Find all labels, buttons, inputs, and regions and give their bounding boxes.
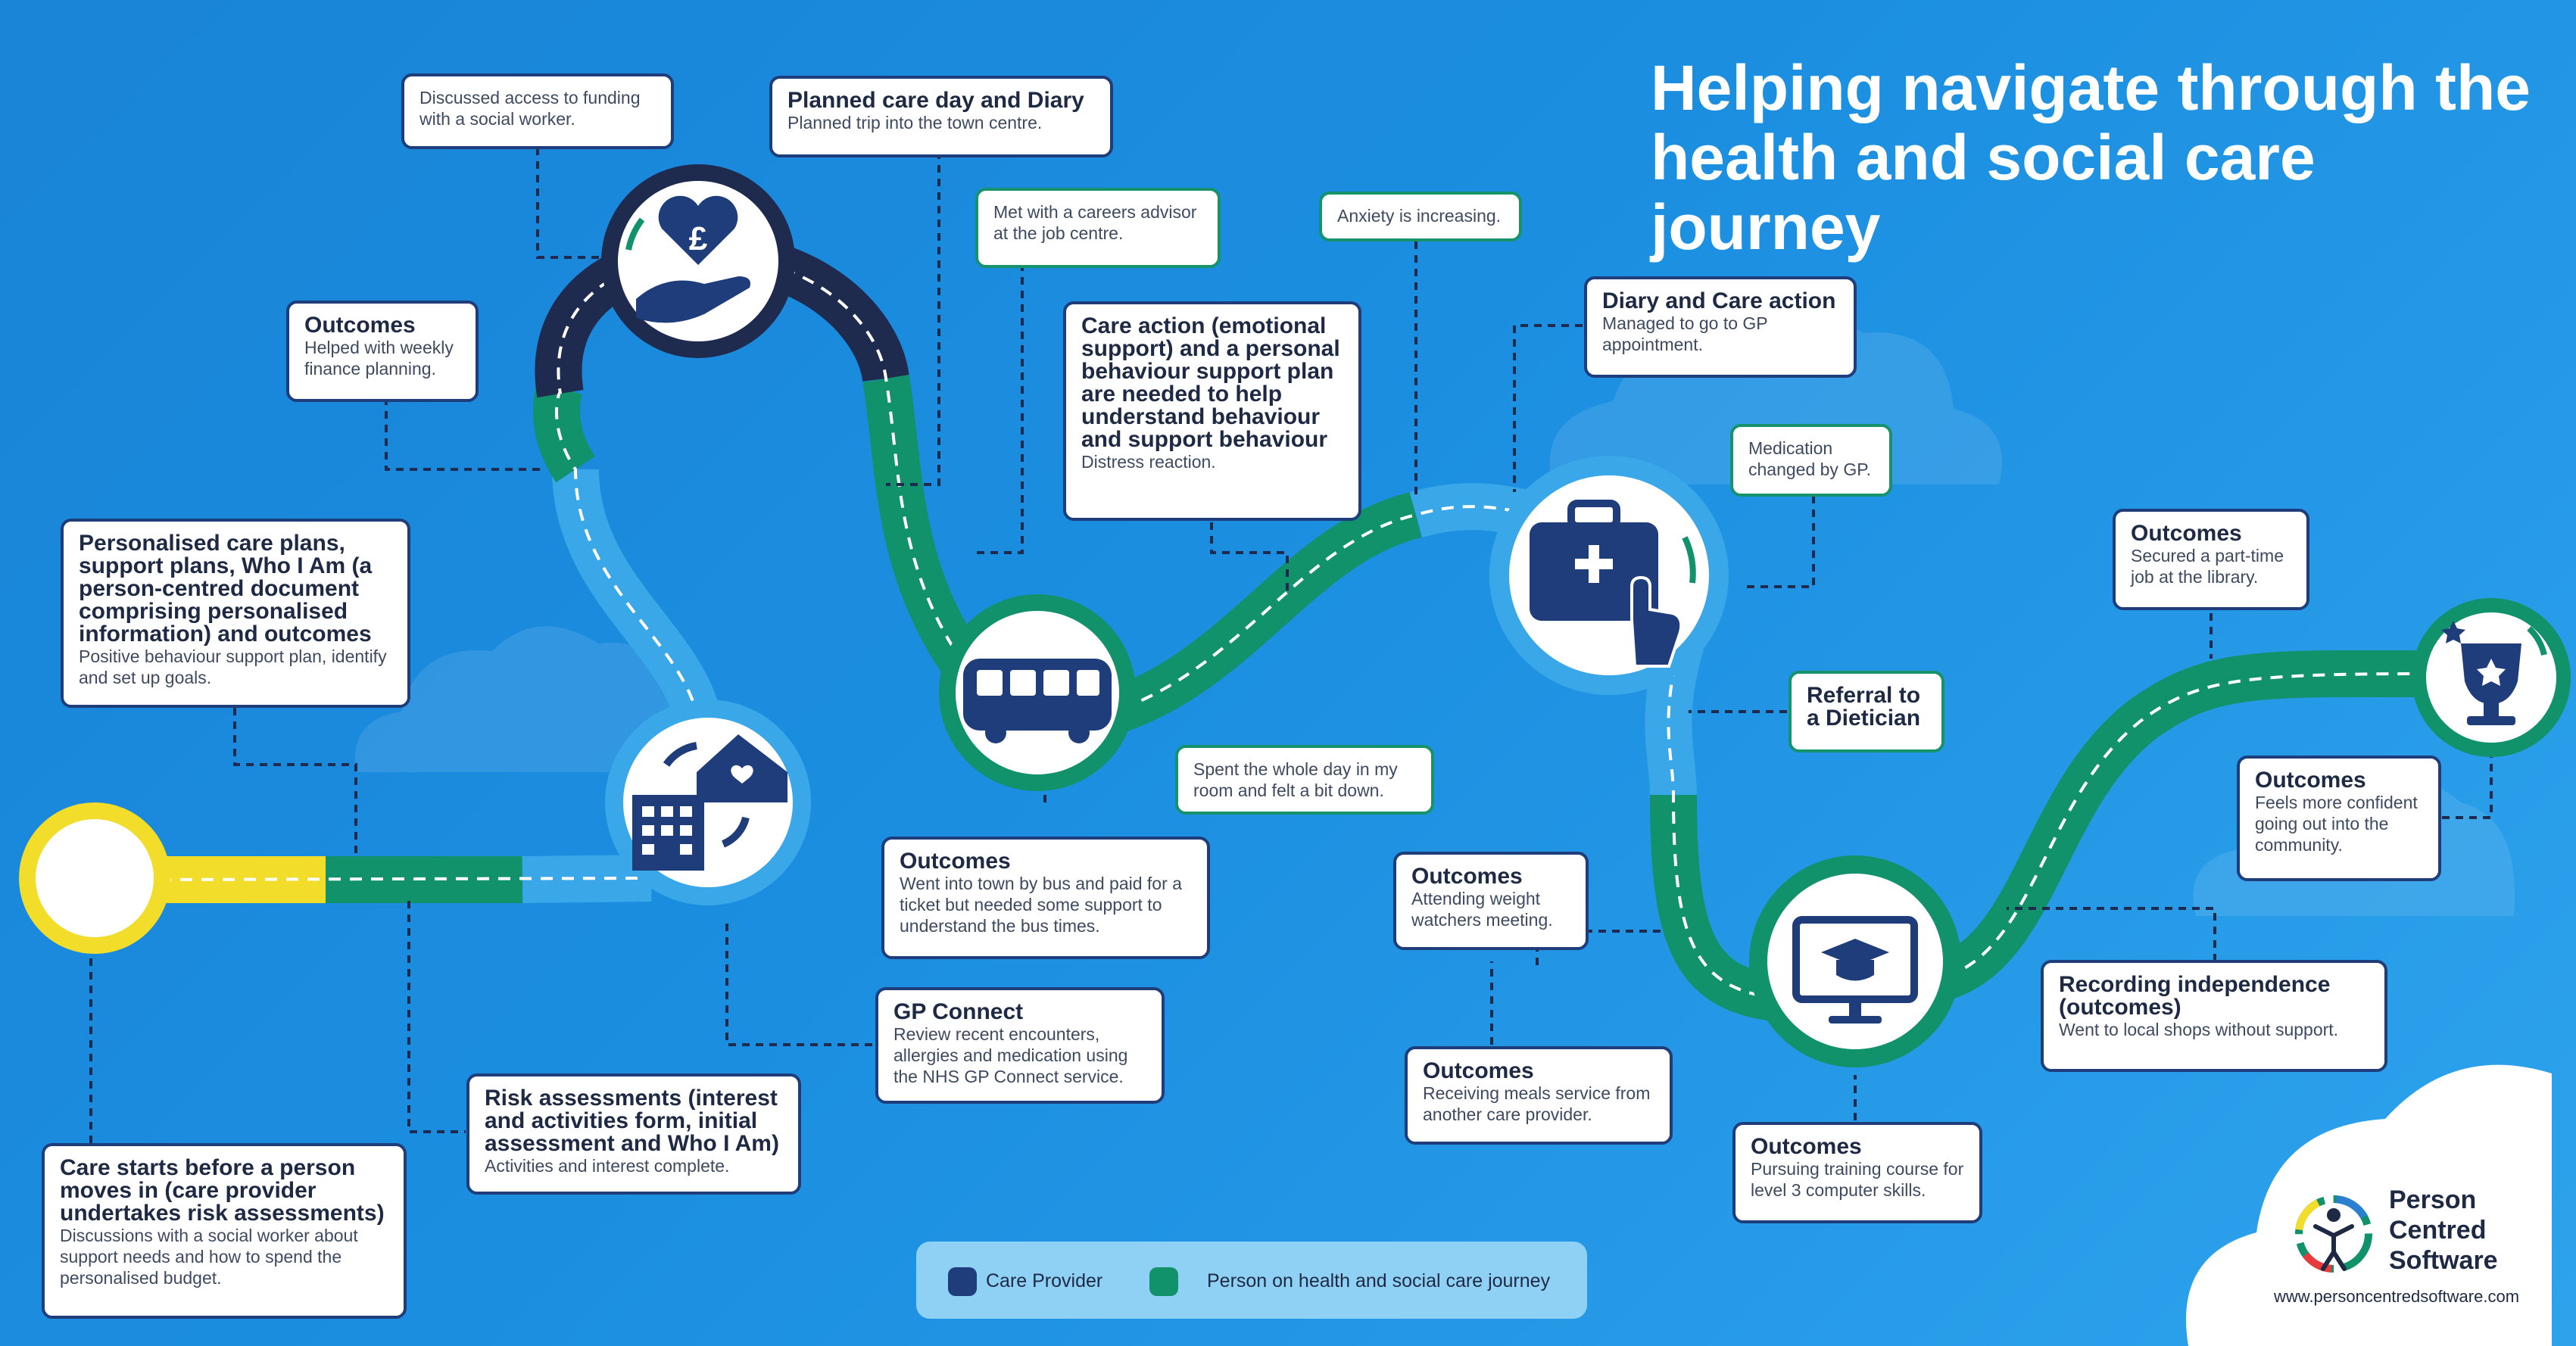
brand-name: Person Centred Software: [2389, 1186, 2498, 1275]
card-personalised-plans: Personalised care plans, support plans, …: [61, 519, 410, 708]
card-planned-care-day: Planned care day and Diary Planned trip …: [769, 76, 1113, 157]
card-heading: Outcomes: [304, 313, 416, 338]
card-heading: Care action (emotional support) and a pe…: [1081, 313, 1340, 452]
card-text: Positive behaviour support plan, identif…: [79, 647, 387, 687]
card-outcomes-bus: Outcomes Went into town by bus and paid …: [881, 837, 1210, 959]
card-outcomes-finance: Outcomes Helped with weekly finance plan…: [286, 301, 479, 402]
legend-label-person-journey: Person on health and social care journey: [1207, 1270, 1551, 1291]
card-care-starts: Care starts before a person moves in (ca…: [42, 1143, 407, 1319]
card-heading: Personalised care plans, support plans, …: [79, 531, 373, 647]
card-referral: Referral to a Dietician: [1789, 671, 1944, 752]
legend-label-care-provider: Care Provider: [986, 1270, 1103, 1291]
card-text: Helped with weekly finance planning.: [304, 338, 454, 379]
legend: Care Provider Person on health and socia…: [916, 1242, 1587, 1319]
card-text: Distress reaction.: [1081, 452, 1216, 472]
legend-swatch-person-journey: [1149, 1267, 1178, 1296]
card-text: Spent the whole day in my room and felt …: [1193, 759, 1398, 800]
card-recording: Recording independence (outcomes) Went t…: [2041, 960, 2387, 1072]
card-heading: Outcomes: [1423, 1058, 1534, 1083]
card-whole-day: Spent the whole day in my room and felt …: [1175, 745, 1434, 815]
card-text: Review recent encounters, allergies and …: [893, 1024, 1128, 1086]
svg-text:£: £: [689, 220, 708, 257]
card-text: Receiving meals service from another car…: [1423, 1083, 1651, 1124]
card-text: Managed to go to GP appointment.: [1602, 313, 1768, 354]
card-text: Pursuing training course for level 3 com…: [1751, 1159, 1964, 1200]
card-text: Medication changed by GP.: [1748, 438, 1871, 479]
card-text: Met with a careers advisor at the job ce…: [993, 202, 1197, 243]
care-home-icon: [605, 699, 811, 905]
card-text: Anxiety is increasing.: [1337, 206, 1502, 226]
card-funding: Discussed access to funding with a socia…: [401, 73, 674, 149]
card-text: Went to local shops without support.: [2059, 1020, 2339, 1039]
brand-url: www.personcentredsoftware.com: [2274, 1287, 2520, 1306]
card-heading: GP Connect: [893, 999, 1024, 1024]
card-text: Secured a part-time job at the library.: [2131, 546, 2284, 587]
card-anxiety: Anxiety is increasing.: [1319, 192, 1522, 241]
pound-heart-hand-icon: £: [601, 164, 795, 358]
card-text: Went into town by bus and paid for a tic…: [900, 874, 1182, 936]
card-heading: Planned care day and Diary: [787, 88, 1084, 113]
brand-logo-icon: [2295, 1195, 2372, 1273]
bus-icon: [939, 594, 1136, 791]
card-heading: Outcomes: [2255, 768, 2366, 793]
computer-graduation-icon: [1749, 855, 1961, 1067]
card-heading: Outcomes: [900, 849, 1011, 874]
card-text: Discussed access to funding with a socia…: [419, 88, 641, 129]
card-heading: Care starts before a person moves in (ca…: [60, 1155, 385, 1226]
card-heading: Outcomes: [1751, 1134, 1862, 1159]
card-heading: Referral to a Dietician: [1807, 683, 1921, 731]
card-text: Planned trip into the town centre.: [787, 113, 1043, 132]
card-heading: Risk assessments (interest and activitie…: [485, 1086, 779, 1156]
legend-swatch-care-provider: [948, 1267, 977, 1296]
medical-kit-icon: [1489, 456, 1729, 695]
card-careers: Met with a careers advisor at the job ce…: [975, 188, 1221, 268]
trophy-icon: [2412, 598, 2571, 757]
card-heading: Outcomes: [2131, 521, 2242, 546]
card-heading: Outcomes: [1411, 864, 1523, 889]
card-risk: Risk assessments (interest and activitie…: [466, 1073, 801, 1195]
card-outcomes-weight: Outcomes Attending weight watchers meeti…: [1393, 852, 1589, 950]
card-medication: Medication changed by GP.: [1730, 424, 1892, 497]
card-outcomes-meals: Outcomes Receiving meals service from an…: [1405, 1046, 1673, 1145]
card-outcomes-confident: Outcomes Feels more confident going out …: [2237, 756, 2441, 881]
card-outcomes-job: Outcomes Secured a part-time job at the …: [2113, 509, 2309, 610]
card-diary-care-action: Diary and Care action Managed to go to G…: [1584, 276, 1857, 378]
card-care-action: Care action (emotional support) and a pe…: [1063, 301, 1361, 521]
card-text: Discussions with a social worker about s…: [60, 1226, 358, 1288]
card-heading: Recording independence (outcomes): [2059, 972, 2331, 1020]
page-title: Helping navigate through the health and …: [1651, 52, 2531, 263]
card-text: Attending weight watchers meeting.: [1411, 889, 1553, 930]
card-outcomes-training: Outcomes Pursuing training course for le…: [1732, 1122, 1982, 1223]
card-text: Activities and interest complete.: [485, 1156, 730, 1176]
card-heading: Diary and Care action: [1602, 288, 1836, 313]
card-gp-connect: GP Connect Review recent encounters, all…: [875, 987, 1165, 1104]
card-text: Feels more confident going out into the …: [2255, 793, 2418, 855]
